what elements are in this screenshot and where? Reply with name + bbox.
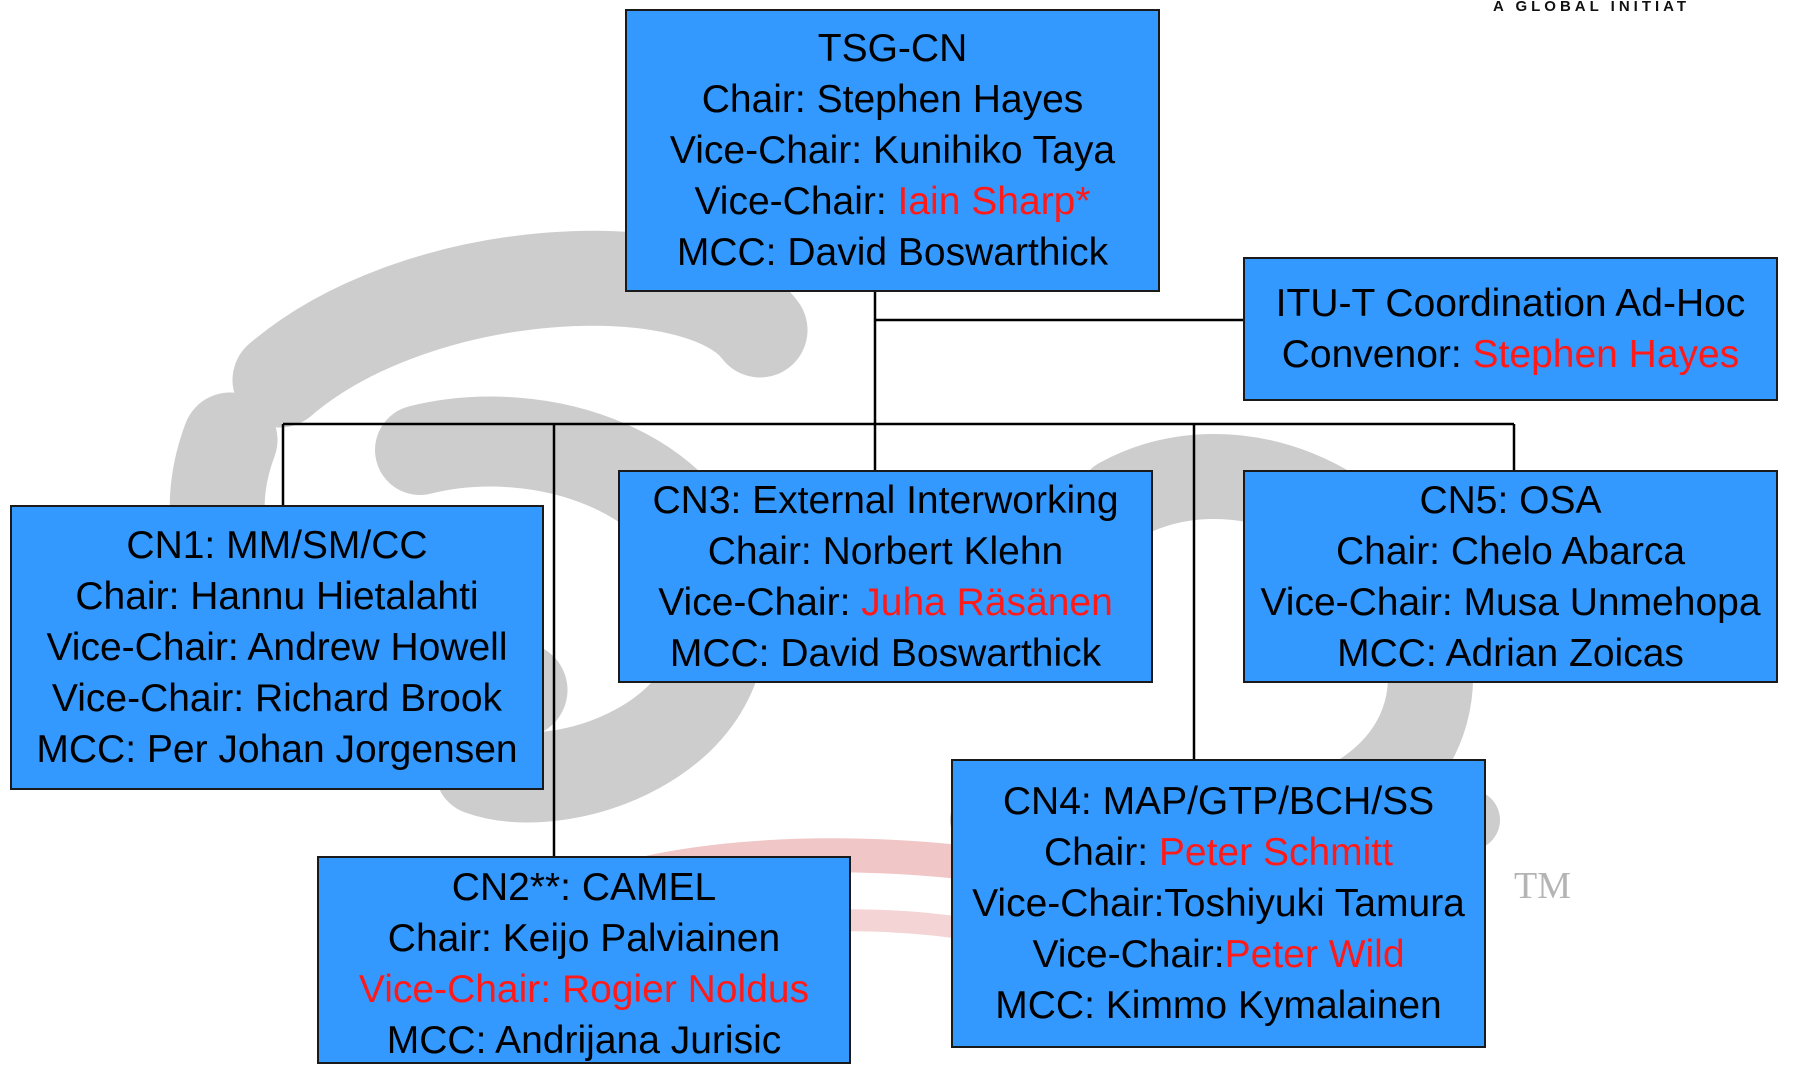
cn1-title: CN1: MM/SM/CC: [126, 524, 428, 567]
cn2-vice1-line: Vice-Chair: Rogier Noldus: [358, 968, 810, 1011]
cn1-vice1-line: Vice-Chair: Andrew Howell: [46, 626, 508, 669]
cn2-mcc-line: MCC: Andrijana Jurisic: [386, 1019, 782, 1062]
tsg-cn-mcc-line: MCC: David Boswarthick: [676, 231, 1109, 274]
cn5-title: CN5: OSA: [1419, 478, 1602, 522]
cn3-vice1-line: Vice-Chair: Juha Räsänen: [658, 580, 1113, 624]
cn5-chair-line: Chair: Chelo Abarca: [1335, 529, 1686, 573]
tsg-cn-title: TSG-CN: [817, 27, 968, 70]
cn3-vice1: Juha Räsänen: [861, 580, 1113, 624]
box-cn4: CN4: MAP/GTP/BCH/SS Chair: Peter Schmitt…: [951, 759, 1486, 1048]
tsg-cn-vice2-line: Vice-Chair: Iain Sharp*: [694, 180, 1091, 223]
cn2-mcc: Andrijana Jurisic: [495, 1019, 782, 1062]
itu-convenor-line: Convenor: Stephen Hayes: [1281, 333, 1740, 376]
cn3-mcc-line: MCC: David Boswarthick: [669, 631, 1102, 675]
cn5-vice1: Musa Unmehopa: [1463, 580, 1761, 624]
cn5-chair: Chelo Abarca: [1450, 529, 1686, 573]
tsg-cn-chair-line: Chair: Stephen Hayes: [701, 78, 1084, 121]
box-cn5: CN5: OSA Chair: Chelo Abarca Vice-Chair:…: [1243, 470, 1778, 683]
cn4-vice1: Toshiyuki Tamura: [1164, 882, 1465, 925]
tsg-cn-vice1: Kunihiko Taya: [872, 129, 1116, 172]
box-tsg-cn: TSG-CN Chair: Stephen Hayes Vice-Chair: …: [625, 9, 1160, 292]
cn1-chair-line: Chair: Hannu Hietalahti: [75, 575, 479, 618]
cn1-chair: Hannu Hietalahti: [190, 575, 479, 618]
cn5-mcc: Adrian Zoicas: [1445, 631, 1684, 675]
header-tagline: A GLOBAL INITIAT: [1493, 0, 1691, 15]
cn3-chair: Norbert Klehn: [822, 529, 1064, 573]
cn3-mcc: David Boswarthick: [780, 631, 1102, 675]
cn1-vice2-line: Vice-Chair: Richard Brook: [51, 677, 503, 720]
cn4-chair-line: Chair: Peter Schmitt: [1044, 831, 1393, 874]
cn1-mcc-line: MCC: Per Johan Jorgensen: [36, 728, 518, 771]
cn4-chair: Peter Schmitt: [1158, 831, 1393, 874]
cn4-vice2-line: Vice-Chair:Peter Wild: [1032, 933, 1405, 976]
cn4-mcc-line: MCC: Kimmo Kymalainen: [995, 984, 1442, 1027]
itu-title: ITU-T Coordination Ad-Hoc: [1275, 282, 1746, 325]
cn4-mcc: Kimmo Kymalainen: [1105, 984, 1442, 1027]
tsg-cn-mcc: David Boswarthick: [787, 231, 1109, 274]
tsg-cn-chair: Stephen Hayes: [816, 78, 1084, 121]
cn5-mcc-line: MCC: Adrian Zoicas: [1337, 631, 1684, 675]
cn3-title: CN3: External Interworking: [652, 478, 1119, 522]
cn4-title: CN4: MAP/GTP/BCH/SS: [1002, 780, 1435, 823]
box-cn2: CN2**: CAMEL Chair: Keijo Palviainen Vic…: [317, 856, 851, 1064]
trademark-symbol: TM: [1514, 865, 1571, 907]
cn5-vice1-line: Vice-Chair: Musa Unmehopa: [1260, 580, 1761, 624]
box-cn1: CN1: MM/SM/CC Chair: Hannu Hietalahti Vi…: [10, 505, 544, 790]
itu-convenor: Stephen Hayes: [1472, 333, 1740, 376]
cn3-chair-line: Chair: Norbert Klehn: [707, 529, 1064, 573]
cn2-vice1: Rogier Noldus: [561, 968, 810, 1011]
box-itu-t-coordination: ITU-T Coordination Ad-Hoc Convenor: Step…: [1243, 257, 1778, 401]
cn2-chair: Keijo Palviainen: [502, 917, 781, 960]
box-cn3: CN3: External Interworking Chair: Norber…: [618, 470, 1153, 683]
cn4-vice1-line: Vice-Chair:Toshiyuki Tamura: [972, 882, 1465, 925]
cn2-chair-line: Chair: Keijo Palviainen: [387, 917, 781, 960]
tsg-cn-vice1-line: Vice-Chair: Kunihiko Taya: [669, 129, 1116, 172]
cn4-vice2: Peter Wild: [1224, 933, 1405, 976]
cn2-title: CN2**: CAMEL: [451, 866, 717, 909]
cn1-vice1: Andrew Howell: [247, 626, 508, 669]
cn1-mcc: Per Johan Jorgensen: [146, 728, 518, 771]
cn1-vice2: Richard Brook: [254, 677, 503, 720]
tsg-cn-vice2: Iain Sharp*: [897, 180, 1091, 223]
